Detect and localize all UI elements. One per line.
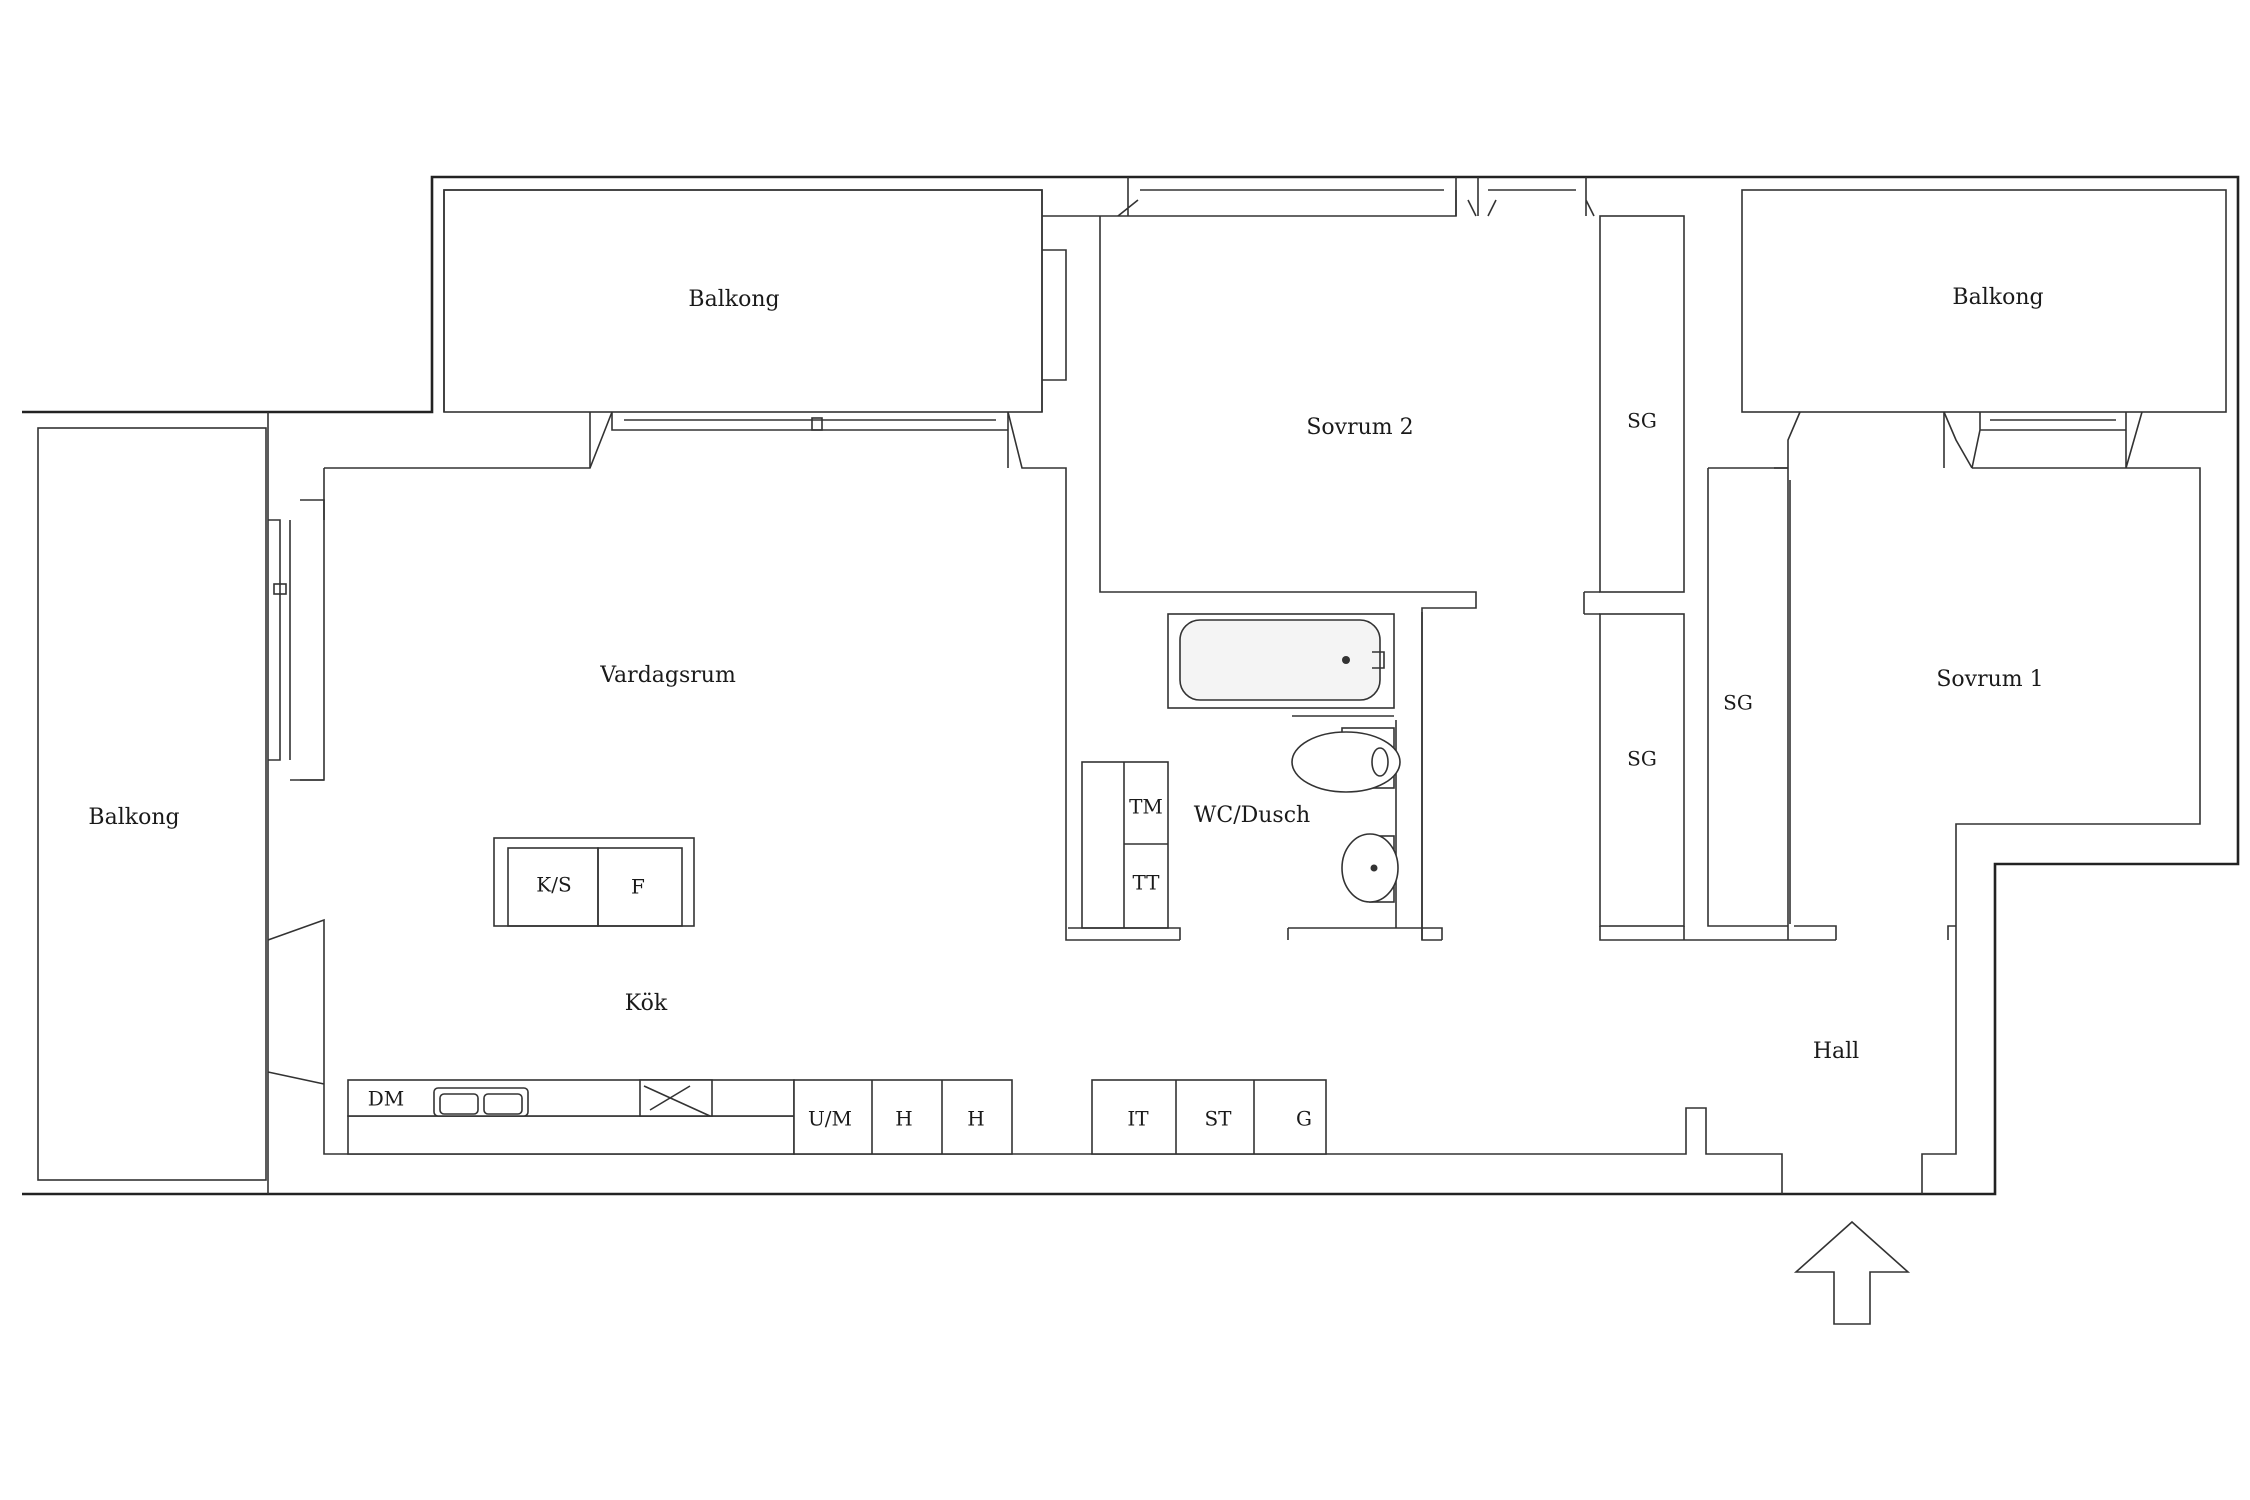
balcony-top-right-outline bbox=[1741, 189, 2227, 413]
balcony-top-right bbox=[1741, 189, 2227, 413]
wardrobe-sg-2 bbox=[1599, 613, 1685, 927]
living-kitchen-walls bbox=[267, 411, 1783, 1194]
island-f bbox=[597, 847, 683, 927]
label-hall: Hall bbox=[1813, 1039, 1859, 1064]
sink-basin-2 bbox=[483, 1093, 523, 1115]
balcony-left bbox=[37, 427, 267, 1181]
outer-walls bbox=[22, 175, 2240, 1196]
hall-wall-top bbox=[1599, 926, 1836, 941]
label-h-2: H bbox=[967, 1107, 984, 1131]
label-kitchen: Kök bbox=[625, 991, 668, 1016]
outer-wall-outline bbox=[22, 175, 2240, 1196]
label-st: ST bbox=[1204, 1107, 1232, 1131]
kitchen-counter-top bbox=[347, 1079, 795, 1117]
bathroom-bottom-wall-left bbox=[1068, 927, 1181, 940]
label-balcony-top-left: Balkong bbox=[688, 287, 779, 312]
label-living-room: Vardagsrum bbox=[599, 663, 736, 688]
bedroom-2-window bbox=[1117, 177, 1595, 217]
bathroom-walls-right bbox=[1287, 612, 1443, 940]
appliance-row-2 bbox=[1091, 1079, 1327, 1155]
bedroom-1-outline bbox=[1707, 411, 2201, 1194]
bathroom-sink bbox=[1341, 833, 1399, 903]
label-dm: DM bbox=[368, 1087, 405, 1111]
balcony-top-left-outline bbox=[443, 189, 1043, 413]
sink-drain bbox=[1370, 864, 1378, 872]
kitchen-sink bbox=[433, 1087, 529, 1117]
label-f: F bbox=[631, 875, 645, 899]
kitchen-counter bbox=[347, 1115, 795, 1155]
living-room-window-left bbox=[268, 499, 325, 781]
stove bbox=[639, 1079, 713, 1117]
appliance-row-1 bbox=[793, 1079, 1013, 1155]
label-h-1: H bbox=[895, 1107, 912, 1131]
label-balcony-left: Balkong bbox=[88, 805, 179, 830]
label-um: U/M bbox=[808, 1107, 852, 1131]
bathroom-cabinet bbox=[1081, 761, 1169, 929]
balcony-left-outline bbox=[37, 427, 267, 1181]
label-bedroom-1: Sovrum 1 bbox=[1936, 667, 2043, 692]
stove-mark bbox=[643, 1085, 711, 1117]
living-room-walls bbox=[267, 411, 1783, 1194]
label-tt: TT bbox=[1132, 871, 1160, 895]
bathtub-basin bbox=[1179, 619, 1381, 701]
kitchen-island bbox=[493, 837, 695, 927]
sink-basin-1 bbox=[439, 1093, 479, 1115]
label-balcony-top-right: Balkong bbox=[1952, 285, 2043, 310]
window-latch-top bbox=[811, 417, 823, 431]
bedroom-2-walls bbox=[1042, 177, 1836, 941]
bedroom-1-window bbox=[1943, 411, 2143, 469]
label-g: G bbox=[1296, 1107, 1312, 1131]
bathroom-walls bbox=[1068, 612, 1443, 940]
label-bathroom: WC/Dusch bbox=[1194, 803, 1310, 828]
outer-wall-inner-line bbox=[267, 189, 1043, 1194]
living-room-window-top bbox=[589, 412, 1009, 468]
bathtub-drain bbox=[1342, 656, 1350, 664]
wardrobe-sg-1 bbox=[1599, 215, 1685, 593]
label-bedroom-2: Sovrum 2 bbox=[1306, 415, 1413, 440]
label-ks: K/S bbox=[536, 873, 571, 897]
label-it: IT bbox=[1127, 1107, 1149, 1131]
toilet-seat bbox=[1371, 747, 1389, 777]
label-tm: TM bbox=[1129, 795, 1163, 819]
label-wardrobe-1: SG bbox=[1627, 409, 1657, 433]
label-wardrobe-3: SG bbox=[1723, 691, 1753, 715]
wardrobe-gap bbox=[1583, 591, 1600, 615]
bedroom-1-walls bbox=[1707, 411, 2201, 1194]
label-wardrobe-2: SG bbox=[1627, 747, 1657, 771]
balcony-top-left bbox=[443, 189, 1043, 413]
entrance-arrow bbox=[1793, 1220, 1911, 1325]
toilet bbox=[1291, 731, 1401, 793]
bathtub-tap bbox=[1372, 651, 1385, 669]
window-latch-left bbox=[273, 583, 287, 595]
